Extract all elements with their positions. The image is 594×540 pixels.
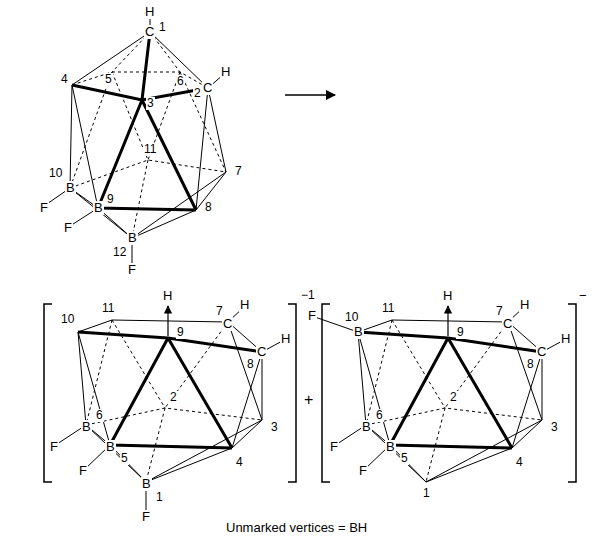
vertex-label: 10 [48,167,63,180]
vertex-label: H [220,65,231,79]
vertex-label: B [81,420,92,434]
vertex-label: H [144,5,155,19]
vertex-label: C [536,345,547,359]
vertex-label: B [93,201,104,215]
vertex-label: 9 [456,326,465,339]
cage-edge [78,320,262,482]
vertex-label: C [202,81,213,95]
vertex-label: 2 [169,391,178,404]
vertex-label: B [385,440,396,454]
bridging-h-arrow [167,306,168,336]
vertex-label: B [105,440,116,454]
vertex-label: 4 [235,456,244,469]
vertex-label: 8 [204,201,213,214]
cage-edge [70,32,226,238]
vertex-label: 1 [155,491,164,504]
vertex-label: 4 [60,73,69,86]
vertex-label: + [303,391,314,409]
vertex-label: 6 [176,75,185,88]
vertex-label: F [358,464,368,478]
cage-edge-hidden [86,320,262,482]
cage-edge [358,320,542,482]
vertex-label: 1 [158,21,167,34]
vertex-label: F [307,309,317,323]
vertex-label: −1 [300,289,316,302]
vertex-label: C [256,345,267,359]
vertex-label: F [63,221,73,235]
vertex-label: C [222,317,233,331]
vertex-label: C [502,317,513,331]
cage-edge-front [78,332,262,448]
vertex-label: 5 [120,452,129,465]
vertex-label: 8 [526,358,535,371]
vertex-label: 9 [106,193,115,206]
vertex-label: B [65,181,76,195]
vertex-label: B [361,420,372,434]
vertex-label: H [239,298,250,312]
vertex-label: 2 [449,391,458,404]
cage-edge-front [358,332,542,448]
substituent-bond [54,307,284,515]
vertex-label: 6 [375,409,384,422]
vertex-label: 8 [246,358,255,371]
vertex-label: H [162,289,173,303]
bracket [44,304,296,482]
vertex-label: H [560,332,571,346]
closo-cage [44,12,226,268]
vertex-label: 12 [112,246,127,259]
vertex-label: 3 [550,421,559,434]
vertex-label: 4 [515,456,524,469]
vertex-label: F [141,510,151,524]
cage-edge-hidden [70,32,226,238]
vertex-label: H [280,332,291,346]
vertex-label: 11 [143,143,157,156]
vertex-label: 11 [381,302,395,315]
vertex-label: 6 [95,409,104,422]
vertex-label: F [49,440,59,454]
cage-edge-front [72,32,208,210]
cage-edge-hidden [366,320,542,482]
vertex-label: − [578,289,588,303]
nido-cage-right [312,306,564,482]
vertex-label: 9 [176,326,185,339]
vertex-label: 10 [344,311,359,324]
vertex-label: B [127,231,138,245]
substituent-bond [44,12,224,268]
vertex-label: F [39,201,49,215]
vertex-label: H [442,289,453,303]
vertex-label: 3 [270,421,279,434]
vertex-label: 7 [234,165,243,178]
bracket [322,304,576,482]
nido-cage-left [44,304,296,515]
vertex-label: B [141,477,152,491]
vertex-label: F [78,464,88,478]
vertex-label: B [353,325,364,339]
vertex-label: 2 [193,87,202,100]
vertex-label: 5 [104,73,113,86]
reaction-arrow [285,94,335,96]
vertex-label: 1 [422,487,431,500]
vertex-label: 3 [146,97,155,110]
bridging-h-arrow [447,306,448,336]
vertex-label: F [127,263,137,277]
vertex-label: 11 [101,302,115,315]
vertex-label: F [329,440,339,454]
footnote: Unmarked vertices = BH [225,521,368,535]
vertex-label: 5 [400,452,409,465]
vertex-label: 10 [60,313,75,326]
vertex-label: H [519,298,530,312]
vertex-label: C [144,25,155,39]
substituent-bond [312,307,564,470]
